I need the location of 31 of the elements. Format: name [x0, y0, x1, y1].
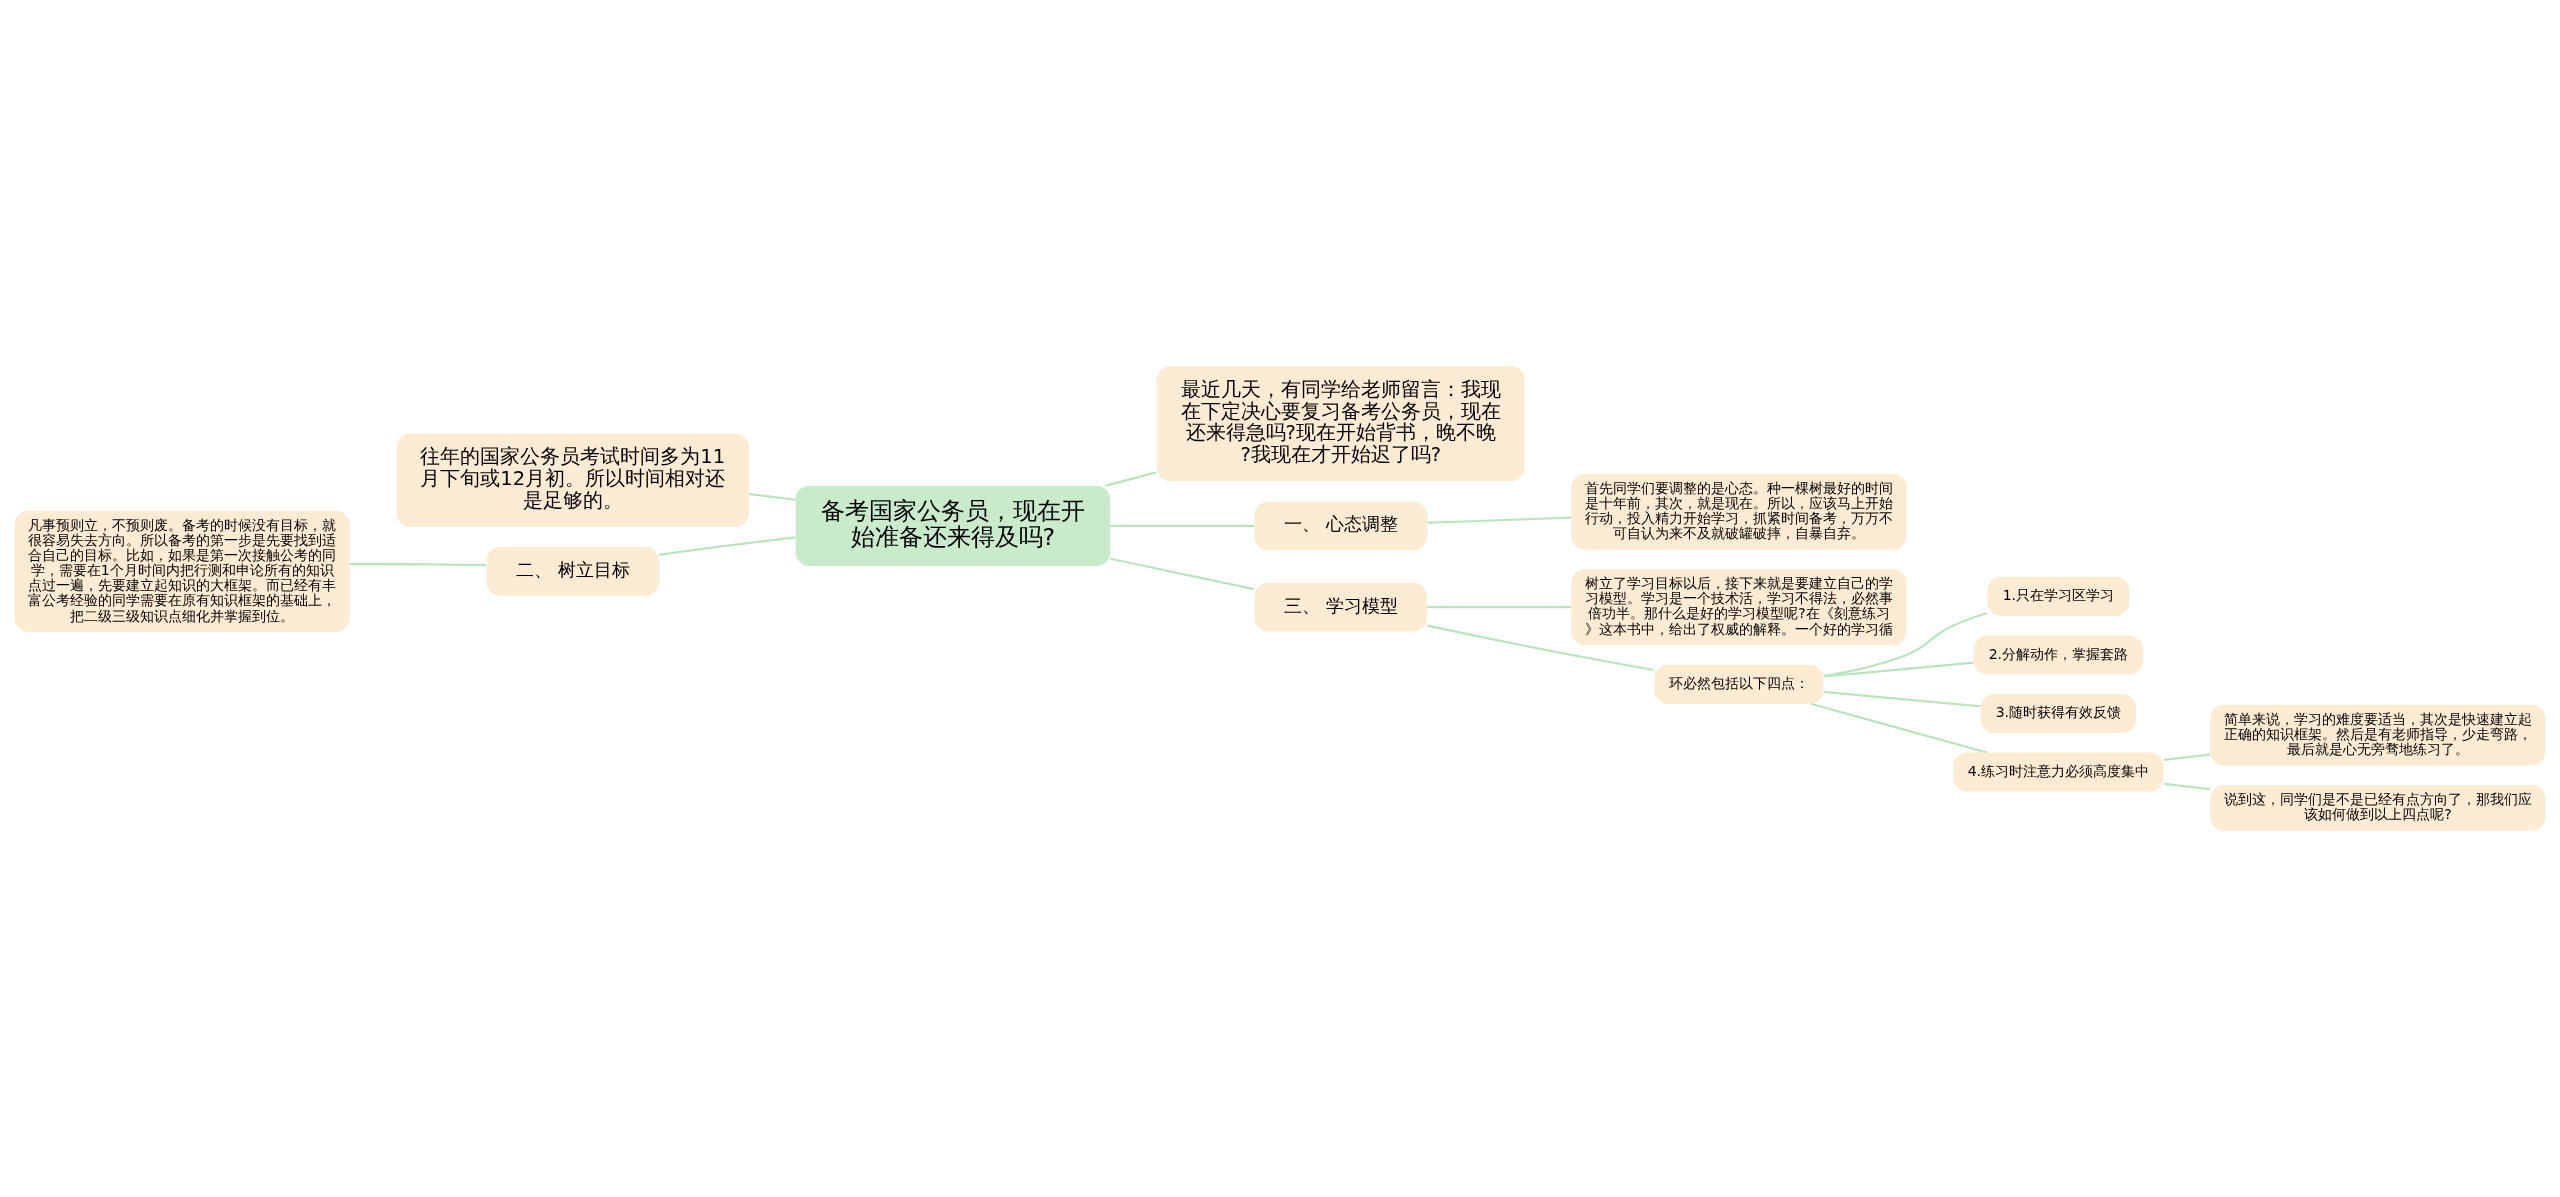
node-box: 2.分解动作，掌握套路 [1973, 635, 2143, 675]
node-box: 二、 树立目标 [486, 546, 659, 596]
node-box: 树立了学习目标以后，接下来就是要建立自己的学习模型。学习是一个技术活，学习不得法，必然事倍功半。那什么是好的学习模型呢?在《刻意练习》这本书中，给出了权威的解释。一个好的学习循 [1571, 569, 1907, 646]
connector [1110, 524, 1254, 527]
node-box: 一、 心态调整 [1254, 501, 1427, 551]
connector [658, 536, 796, 556]
connector [2163, 782, 2211, 791]
connector [749, 493, 796, 501]
connector [1810, 702, 1987, 754]
node-box: 首先同学们要调整的是心态。种一棵树最好的时间是十年前，其次，就是现在。所以，应该马上开始行动，投入精力开始学习，抓紧时间备考，万万不可自认为来不及就破罐破摔，自暴自弃。 [1571, 473, 1907, 550]
node-box: 说到这，同学们是不是已经有点方向了，那我们应该如何做到以上四点呢? [2210, 785, 2546, 831]
connector [1427, 516, 1572, 524]
node-box: 最近几天，有同学给老师留言：我现在下定决心要复习备考公务员，现在还来得急吗?现在开始背书，晚不晚?我现在才开始迟了吗? [1156, 366, 1525, 482]
node-box: 1.只在学习区学习 [1987, 576, 2130, 616]
connector [1110, 557, 1255, 591]
connector [1823, 612, 1988, 677]
node-box: 往年的国家公务员考试时间多为11月下旬或12月初。所以时间相对还是足够的。 [396, 433, 749, 527]
connector [349, 562, 486, 567]
node-box: 环必然包括以下四点： [1654, 664, 1824, 704]
node-box: 三、 学习模型 [1254, 582, 1427, 632]
node-box: 备考国家公务员，现在开始准备还来得及吗? [795, 485, 1111, 566]
node-box: 简单来说，学习的难度要适当，其次是快速建立起正确的知识框架。然后是有老师指导，少走弯路，最后就是心无旁骛地练习了。 [2210, 704, 2546, 766]
connector [1823, 690, 1981, 708]
connector [1427, 624, 1655, 672]
node-box: 3.随时获得有效反馈 [1980, 693, 2136, 733]
connector [1105, 471, 1157, 487]
connector [1823, 661, 1974, 678]
node-box: 4.练习时注意力必须高度集中 [1953, 752, 2164, 792]
connector [2163, 753, 2211, 762]
connector [1427, 606, 1572, 609]
node-box: 凡事预则立，不预则废。备考的时候没有目标，就很容易失去方向。所以备考的第一步是先要找到适合自己的目标。比如，如果是第一次接触公考的同学，需要在1个月时间内把行测和申论所有的知识点过一遍，先要建立起知识的大框架。而已经有丰富公考经验的同学需要在原有知识框架的基础上，把二级三级知识点细化并掌握到位。 [14, 510, 350, 633]
